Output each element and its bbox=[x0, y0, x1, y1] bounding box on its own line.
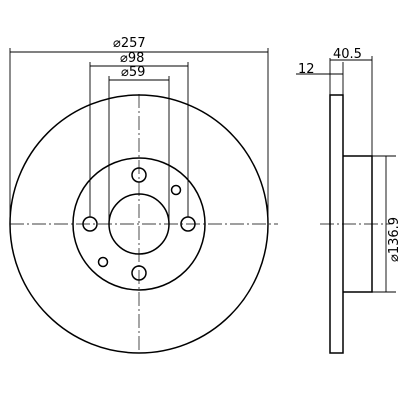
center-bore-dimension: ⌀59 bbox=[108, 65, 170, 224]
thickness-label: 12 bbox=[298, 62, 315, 77]
bolt-hole-top bbox=[131, 167, 147, 183]
bolt-hole-bottom bbox=[131, 265, 147, 281]
hub-circle bbox=[72, 157, 206, 291]
height-dimension: 40.5 bbox=[330, 47, 373, 156]
height-label: 40.5 bbox=[333, 47, 362, 62]
bolt-circle-dimension: ⌀98 bbox=[89, 51, 189, 217]
thickness-dimension: 12 bbox=[296, 58, 344, 95]
hub-diameter-label: ⌀136.9 bbox=[387, 217, 400, 262]
outer-diameter-label: ⌀257 bbox=[113, 36, 146, 51]
hub-diameter-dimension: ⌀136.9 bbox=[372, 155, 400, 293]
side-view bbox=[320, 94, 390, 354]
center-bore-label: ⌀59 bbox=[121, 65, 145, 80]
outer-diameter-dimension: ⌀257 bbox=[9, 36, 269, 224]
locating-hole-upper-right bbox=[170, 184, 182, 196]
front-view bbox=[9, 94, 278, 354]
locating-hole-lower-left bbox=[97, 256, 109, 268]
bolt-circle-label: ⌀98 bbox=[120, 51, 144, 66]
